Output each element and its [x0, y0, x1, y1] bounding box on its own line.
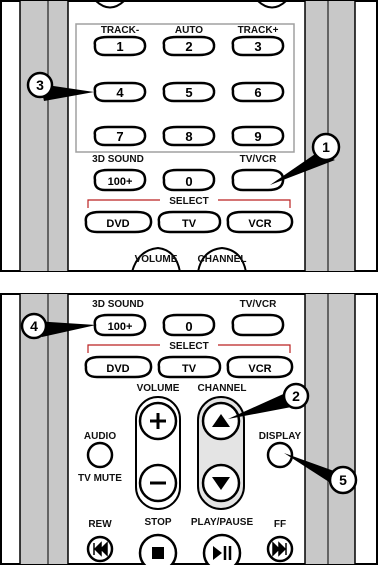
tv-vcr-label: TV/VCR	[240, 154, 277, 165]
track-minus-label: TRACK-	[101, 25, 139, 36]
rew-button[interactable]	[88, 537, 112, 561]
key-6-button[interactable]: 6	[233, 83, 283, 101]
select-label: SELECT	[169, 196, 208, 207]
tv-button[interactable]: TV	[159, 212, 220, 232]
key-1-button[interactable]: 1	[95, 37, 145, 55]
vcr-label: VCR	[248, 363, 271, 375]
vcr-button[interactable]: VCR	[228, 212, 292, 232]
stop-label: STOP	[144, 517, 171, 528]
select-label: SELECT	[169, 341, 208, 352]
callout-2-number: 2	[292, 388, 300, 404]
volume-up-button[interactable]	[140, 403, 176, 439]
key-9-button[interactable]: 9	[233, 127, 283, 145]
key-0-button[interactable]: 0	[164, 315, 214, 335]
callout-5-number: 5	[339, 472, 347, 488]
play-pause-button[interactable]	[204, 535, 240, 565]
vcr-button[interactable]: VCR	[228, 357, 292, 377]
callout-3-number: 3	[36, 77, 44, 93]
ff-button[interactable]	[268, 537, 292, 561]
dvd-label: DVD	[106, 218, 129, 230]
100-plus-button[interactable]: 100+	[95, 170, 145, 190]
3d-sound-label: 3D SOUND	[92, 154, 144, 165]
key-5-label: 5	[185, 85, 192, 100]
key-6-label: 6	[254, 85, 261, 100]
key-0-label: 0	[185, 319, 192, 334]
3d-sound-label: 3D SOUND	[92, 299, 144, 310]
audio-button[interactable]	[88, 443, 112, 467]
top-remote-panel: TRACK- AUTO TRACK+ 1 2 3 4 5 6 7 8 9 3D …	[0, 0, 378, 272]
channel-down-button[interactable]	[203, 465, 239, 501]
key-3-button[interactable]: 3	[233, 37, 283, 55]
play-pause-label: PLAY/PAUSE	[191, 517, 254, 528]
key-0-button[interactable]: 0	[164, 170, 214, 190]
top-remote-illustration: TRACK- AUTO TRACK+ 1 2 3 4 5 6 7 8 9 3D …	[0, 0, 378, 272]
right-side-strip	[305, 294, 355, 564]
key-3-label: 3	[254, 39, 261, 54]
key-8-button[interactable]: 8	[164, 127, 214, 145]
key-4-label: 4	[116, 85, 124, 100]
key-9-label: 9	[254, 129, 261, 144]
key-2-button[interactable]: 2	[164, 37, 214, 55]
stop-icon	[152, 547, 164, 559]
key-2-label: 2	[185, 39, 192, 54]
key-7-label: 7	[116, 129, 123, 144]
key-7-button[interactable]: 7	[95, 127, 145, 145]
100-plus-button[interactable]: 100+	[95, 315, 145, 335]
key-0-label: 0	[185, 174, 192, 189]
key-5-button[interactable]: 5	[164, 83, 214, 101]
channel-up-button[interactable]	[203, 403, 239, 439]
tv-vcr-label: TV/VCR	[240, 299, 277, 310]
callout-4-number: 4	[30, 318, 38, 334]
volume-label: VOLUME	[135, 254, 178, 265]
100-plus-label: 100+	[108, 321, 133, 333]
volume-down-button[interactable]	[140, 465, 176, 501]
dvd-button[interactable]: DVD	[86, 357, 151, 377]
dvd-button[interactable]: DVD	[86, 212, 151, 232]
callout-1-number: 1	[322, 139, 330, 155]
stop-button[interactable]	[140, 535, 176, 565]
display-label: DISPLAY	[259, 431, 302, 442]
dvd-label: DVD	[106, 363, 129, 375]
key-4-button[interactable]: 4	[95, 83, 145, 101]
channel-label: CHANNEL	[198, 254, 247, 265]
tv-vcr-button[interactable]	[233, 170, 283, 190]
vcr-label: VCR	[248, 218, 271, 230]
bottom-remote-illustration: 3D SOUND TV/VCR 100+ 0 SELECT DVD TV VCR…	[0, 293, 378, 565]
bottom-remote-panel: 3D SOUND TV/VCR 100+ 0 SELECT DVD TV VCR…	[0, 293, 378, 565]
key-8-label: 8	[185, 129, 192, 144]
left-side-strip	[20, 1, 68, 271]
tv-button[interactable]: TV	[159, 357, 220, 377]
volume-label: VOLUME	[137, 383, 180, 394]
tv-vcr-button[interactable]	[233, 315, 283, 335]
tv-label: TV	[182, 218, 197, 230]
rew-label: REW	[88, 519, 112, 530]
channel-label: CHANNEL	[198, 383, 247, 394]
ff-label: FF	[274, 519, 286, 530]
auto-label: AUTO	[175, 25, 203, 36]
tv-label: TV	[182, 363, 197, 375]
tv-mute-label: TV MUTE	[78, 473, 122, 484]
audio-label: AUDIO	[84, 431, 116, 442]
track-plus-label: TRACK+	[238, 25, 279, 36]
100-plus-label: 100+	[108, 176, 133, 188]
key-1-label: 1	[116, 39, 123, 54]
